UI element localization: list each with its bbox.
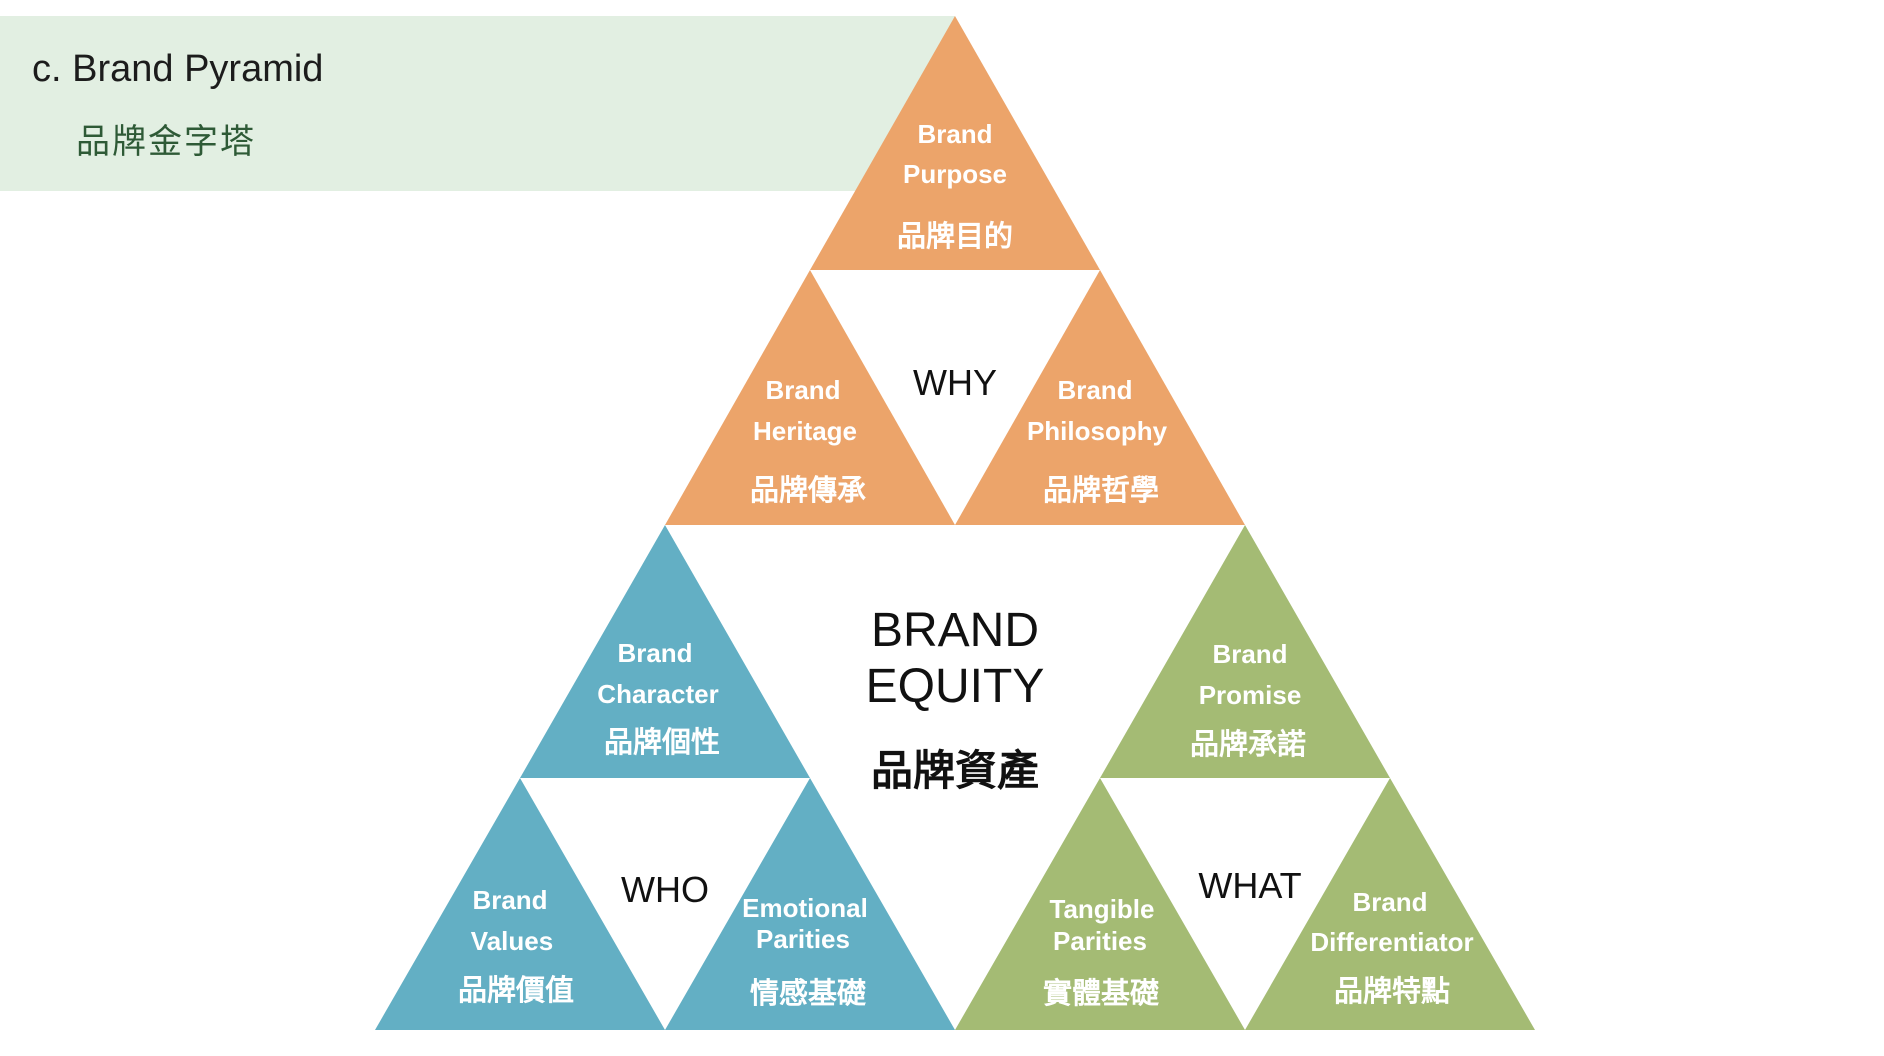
header-title-en: c. Brand Pyramid: [32, 48, 324, 90]
brand-values-en1: Brand: [472, 885, 547, 915]
brand-heritage-triangle: [665, 270, 955, 525]
brand-heritage-zh: 品牌傳承: [750, 473, 866, 507]
header-title-zh: 品牌金字塔: [76, 123, 256, 161]
tangible-parities-en1: Tangible: [1050, 894, 1155, 924]
brand-values-en2: Values: [471, 926, 553, 956]
brand-purpose-zh: 品牌目的: [897, 219, 1013, 253]
brand-philosophy-triangle: [955, 270, 1245, 525]
brand-equity-line2: EQUITY: [866, 660, 1045, 713]
brand-promise-en1: Brand: [1212, 639, 1287, 669]
brand-character-zh: 品牌個性: [604, 725, 720, 759]
brand-purpose-en2: Purpose: [903, 159, 1007, 189]
tangible-parities-triangle: [955, 778, 1245, 1030]
tangible-parities-zh: 實體基礎: [1043, 976, 1159, 1010]
brand-heritage-en1: Brand: [765, 375, 840, 405]
emotional-parities-triangle: [665, 778, 955, 1030]
brand-purpose-en1: Brand: [917, 119, 992, 149]
emotional-parities-en1: Emotional: [742, 893, 868, 923]
emotional-parities-en2: Parities: [756, 924, 850, 954]
brand-values-triangle: [375, 778, 665, 1030]
brand-character-en1: Brand: [617, 638, 692, 668]
brand-purpose-triangle: [810, 16, 1100, 270]
brand-character-triangle: [520, 525, 810, 778]
brand-character-en2: Character: [597, 679, 718, 709]
who-label: WHO: [621, 869, 709, 910]
emotional-parities-zh: 情感基礎: [750, 976, 866, 1010]
brand-equity-line1: BRAND: [871, 604, 1039, 657]
what-label: WHAT: [1198, 865, 1301, 906]
tangible-parities-en2: Parities: [1053, 926, 1147, 956]
brand-differentiator-en1: Brand: [1352, 887, 1427, 917]
brand-differentiator-triangle: [1245, 778, 1535, 1030]
brand-philosophy-zh: 品牌哲學: [1043, 473, 1159, 507]
brand-values-zh: 品牌價值: [458, 973, 574, 1007]
brand-promise-zh: 品牌承諾: [1190, 727, 1306, 761]
brand-differentiator-zh: 品牌特點: [1334, 974, 1450, 1008]
brand-heritage-en2: Heritage: [753, 416, 857, 446]
why-label: WHY: [913, 362, 997, 403]
brand-equity-zh: 品牌資產: [871, 747, 1039, 794]
brand-philosophy-en1: Brand: [1057, 375, 1132, 405]
brand-promise-triangle: [1100, 525, 1390, 778]
brand-differentiator-en2: Differentiator: [1310, 927, 1473, 957]
brand-philosophy-en2: Philosophy: [1027, 416, 1168, 446]
header-panel: [0, 16, 955, 191]
brand-promise-en2: Promise: [1199, 680, 1302, 710]
